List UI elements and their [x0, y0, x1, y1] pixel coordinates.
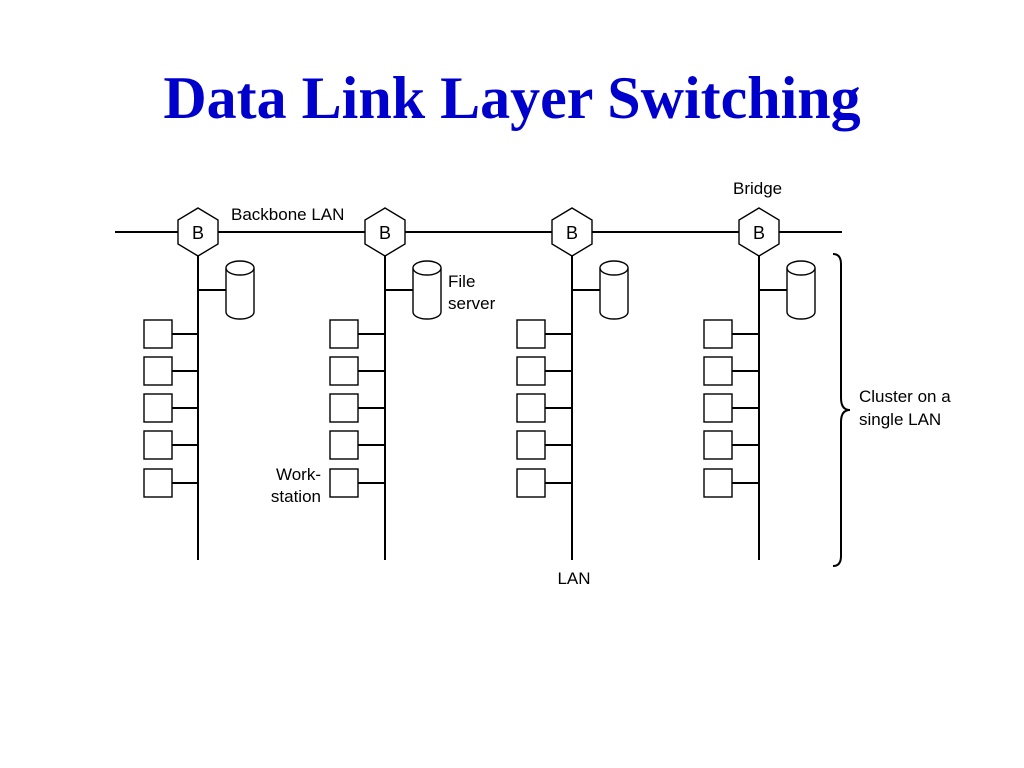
workstation	[143, 430, 198, 460]
file-server	[759, 260, 816, 320]
bridge: B	[738, 207, 780, 257]
slide-title: Data Link Layer Switching	[163, 65, 861, 131]
bridge-label: B	[753, 223, 765, 243]
bridge: B	[177, 207, 219, 257]
bridge-label: B	[566, 223, 578, 243]
workstation	[329, 356, 385, 386]
bridge-label: B	[192, 223, 204, 243]
workstation	[143, 393, 198, 423]
workstation	[329, 430, 385, 460]
workstation	[703, 468, 759, 498]
backbone-lan-label: Backbone LAN	[231, 205, 344, 224]
workstation	[516, 319, 572, 349]
workstation	[703, 356, 759, 386]
file-server	[572, 260, 629, 320]
workstation	[703, 393, 759, 423]
bridge-label: B	[379, 223, 391, 243]
workstation	[329, 393, 385, 423]
cluster-label: Cluster on a	[859, 387, 951, 406]
workstation	[143, 319, 198, 349]
file-server	[198, 260, 255, 320]
workstation	[329, 319, 385, 349]
cluster-brace	[832, 253, 851, 567]
workstation	[516, 430, 572, 460]
file-server	[385, 260, 442, 320]
cluster-label: single LAN	[859, 410, 941, 429]
workstation-label: Work-	[276, 465, 321, 484]
bridge-callout-label: Bridge	[733, 179, 782, 198]
workstation	[516, 393, 572, 423]
workstation-label: station	[271, 487, 321, 506]
workstation	[143, 468, 198, 498]
bridge: B	[364, 207, 406, 257]
workstation	[143, 356, 198, 386]
lan-label: LAN	[557, 569, 590, 588]
file-server-label: server	[448, 294, 496, 313]
bridge: B	[551, 207, 593, 257]
workstation	[703, 319, 759, 349]
file-server-label: File	[448, 272, 475, 291]
workstation	[329, 468, 385, 498]
workstation	[516, 468, 572, 498]
workstation	[703, 430, 759, 460]
workstation	[516, 356, 572, 386]
